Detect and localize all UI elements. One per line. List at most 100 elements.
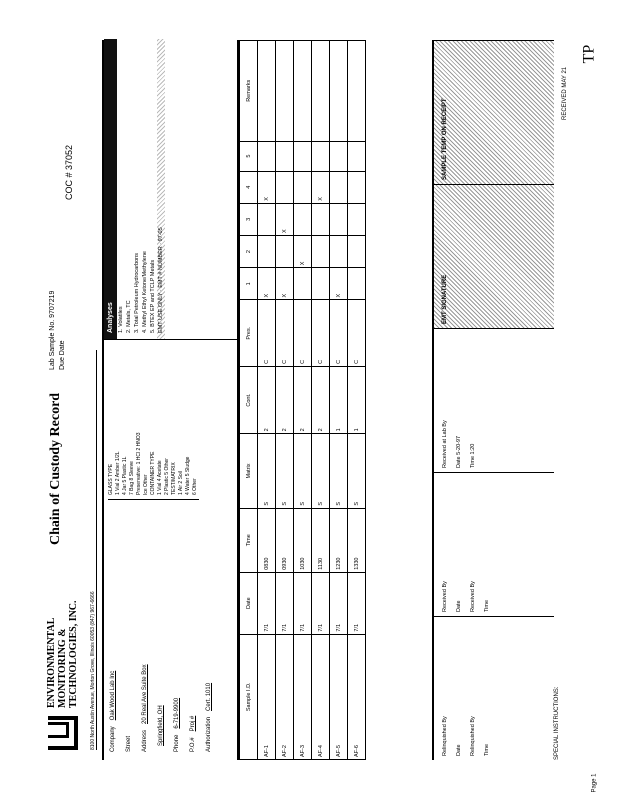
table-cell: AF-1: [257, 634, 276, 760]
company-address: 8100 North Austin Avenue, Morton Grove, …: [90, 350, 97, 750]
table-cell: X: [275, 267, 294, 300]
field-value: Cert. 1010: [206, 682, 212, 711]
emt-use-only: EMT USE ONLY · EMT # NUMBER · 97-05: [157, 39, 165, 339]
table-cell: [329, 203, 348, 236]
table-cell: [347, 235, 366, 268]
container-legend-line: 1 Vial 2 Amber 1/2L: [115, 451, 121, 495]
analysis-item: 3. Total Petroleum Hydrocarbons: [134, 253, 140, 333]
column-header: 5: [239, 141, 258, 172]
table-cell: [293, 40, 312, 142]
container-legend-line: 6 Other: [192, 478, 198, 495]
container-legend-line: 4 Jar 5 Plastic 1L: [122, 456, 128, 495]
form-title: Chain of Custody Record: [48, 392, 63, 545]
table-cell: 7/1: [329, 572, 348, 635]
table-cell: S: [257, 433, 276, 509]
table-cell: [275, 141, 294, 172]
table-cell: 2: [311, 366, 330, 434]
lab-sample-block: Lab Sample No. 9707219 Due Date: [48, 291, 68, 370]
table-cell: 2: [257, 366, 276, 434]
table-cell: 7/1: [275, 572, 294, 635]
table-cell: [257, 141, 276, 172]
container-legend-line: 1 Vial 4 Acetate: [157, 460, 163, 495]
form-header: ENVIRONMENTAL MONITORING & TECHNOLOGIES,…: [42, 40, 102, 760]
table-cell: [329, 141, 348, 172]
table-cell: 7/1: [347, 572, 366, 635]
container-legend-line: Ice Other: [143, 474, 149, 495]
table-cell: [257, 40, 276, 142]
company-name: ENVIRONMENTAL MONITORING & TECHNOLOGIES,…: [46, 600, 79, 708]
table-cell: 1030: [293, 508, 312, 573]
table-cell: 0830: [257, 508, 276, 573]
table-cell: [311, 141, 330, 172]
analysis-item: 1. Volatiles: [118, 306, 124, 333]
column-header: Date: [239, 572, 258, 635]
analysis-item: 4. Methyl Ethyl Ketone/Methylene: [142, 251, 148, 333]
table-cell: C: [275, 299, 294, 367]
table-cell: [347, 40, 366, 142]
table-cell: C: [293, 299, 312, 367]
table-cell: 2: [275, 366, 294, 434]
column-header: 2: [239, 235, 258, 268]
field-label: Company: [110, 726, 116, 752]
field-label: Phone: [174, 734, 180, 752]
table-cell: [293, 203, 312, 236]
table-cell: [257, 235, 276, 268]
table-cell: [293, 267, 312, 300]
table-cell: [311, 267, 330, 300]
table-cell: S: [329, 433, 348, 509]
field-row: Street: [126, 512, 142, 752]
field-value: Oak Wood Lab Inc: [110, 670, 116, 721]
field-value: 6-719-9900: [174, 697, 180, 729]
table-cell: [275, 171, 294, 204]
sample-temp-block: SAMPLE TEMP ON RECEIPT: [434, 40, 554, 184]
company-line-3: TECHNOLOGIES, INC.: [68, 600, 79, 708]
table-cell: 1230: [329, 508, 348, 573]
column-header: Time: [239, 508, 258, 573]
table-cell: [293, 171, 312, 204]
field-label: Address: [142, 729, 148, 752]
table-cell: AF-2: [275, 634, 294, 760]
table-cell: C: [311, 299, 330, 367]
table-cell: C: [257, 299, 276, 367]
analysis-header: Analyses: [104, 39, 117, 339]
column-header: 4: [239, 171, 258, 204]
container-legend-line: 4 Water 5 Sludge: [185, 456, 191, 495]
column-header: Remarks: [239, 40, 258, 142]
table-cell: AF-6: [347, 634, 366, 760]
table-cell: [347, 267, 366, 300]
field-label: Authorization: [206, 716, 212, 752]
table-cell: X: [257, 267, 276, 300]
column-header: Pres.: [239, 299, 258, 367]
table-cell: C: [347, 299, 366, 367]
table-cell: S: [293, 433, 312, 509]
table-cell: 1130: [311, 508, 330, 573]
table-cell: 1: [329, 366, 348, 434]
field-row: Phone 6-719-9900: [174, 512, 190, 752]
container-legend-line: 7 Bag 8 Sleeve: [129, 461, 135, 495]
table-cell: [329, 40, 348, 142]
table-cell: AF-5: [329, 634, 348, 760]
container-legend-line: GLASS TYPE: [108, 463, 114, 495]
column-header: Sample I.D.: [239, 634, 258, 760]
field-row: Springfield, OH: [158, 512, 174, 752]
table-cell: [311, 40, 330, 142]
table-cell: [275, 235, 294, 268]
table-cell: [347, 203, 366, 236]
table-cell: S: [275, 433, 294, 509]
emt-signature-block: EMT SIGNATURE: [434, 184, 554, 328]
company-line-2: MONITORING &: [57, 628, 68, 708]
field-value: Springfield, OH: [158, 705, 164, 746]
table-cell: [257, 203, 276, 236]
table-cell: [329, 235, 348, 268]
special-instructions: SPECIAL INSTRUCTIONS:: [554, 686, 560, 760]
table-cell: [275, 40, 294, 142]
received-stamp: RECEIVED MAY 21: [562, 66, 568, 120]
